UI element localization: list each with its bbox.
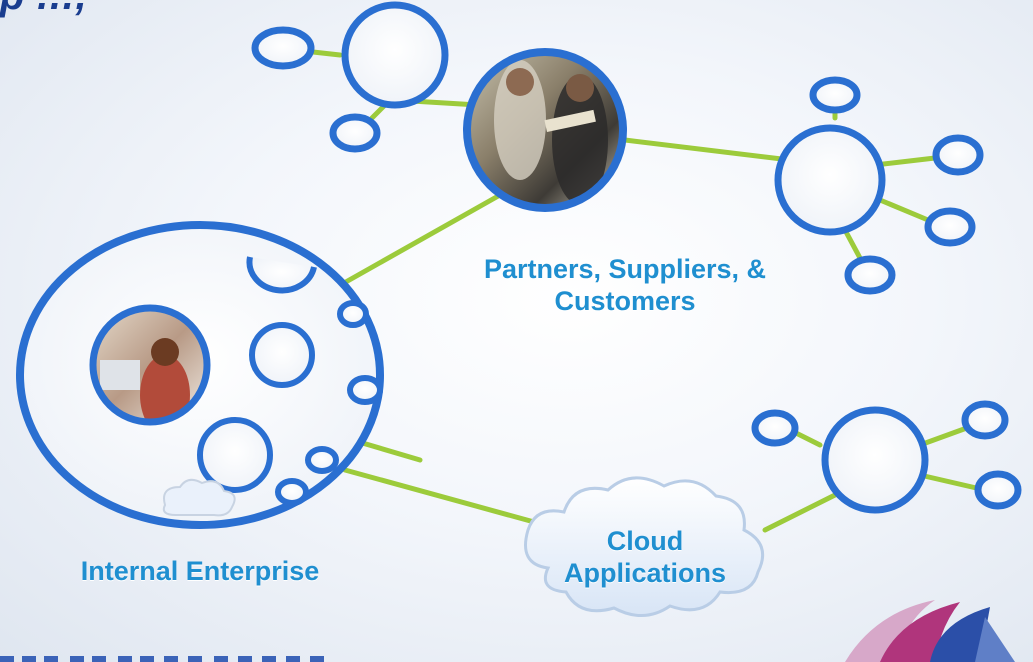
small-cloud-icon [162,478,236,517]
partial-bottom-strip [0,656,324,662]
top-cluster [251,1,449,153]
internal-enterprise-node [16,221,384,529]
label-cloud-line2: Applications [563,558,726,588]
swoosh-logo-icon [845,600,1015,662]
label-cloud-applications: Cloud Applications [520,525,770,589]
label-internal-enterprise: Internal Enterprise [80,556,320,586]
label-cloud-line1: Cloud [606,526,684,556]
cloud-applications-cloud [524,476,765,617]
partial-heading-fragment: p …, [0,0,87,19]
cloud-cluster [751,400,1022,514]
label-partners-suppliers-customers: Partners, Suppliers, & Customers [420,253,830,317]
partners-cluster [774,76,984,295]
partners-node [463,48,627,212]
label-partners-line2: Customers [554,286,696,316]
label-partners-line1: Partners, Suppliers, & [483,254,767,284]
